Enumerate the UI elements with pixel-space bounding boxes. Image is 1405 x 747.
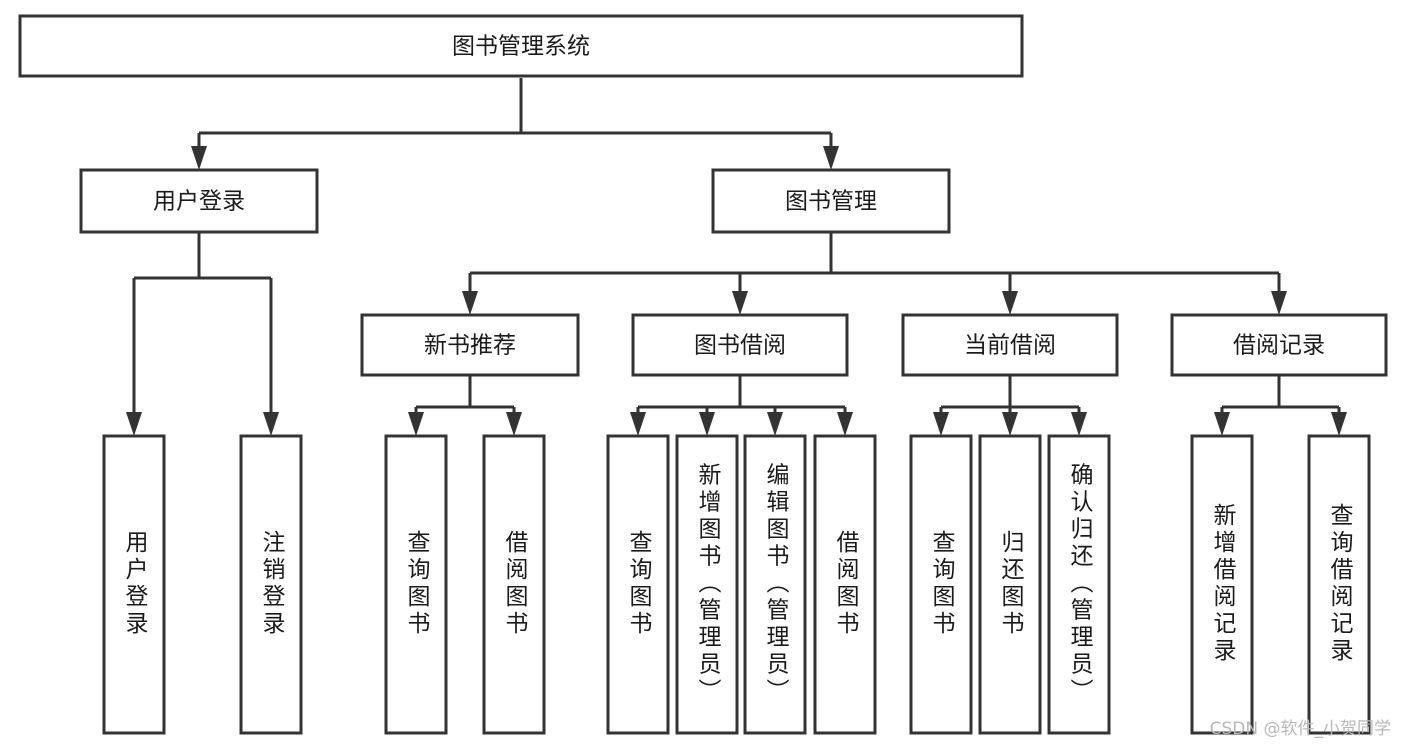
node-leaf-edit-book[interactable]: 编辑图书（管理员）	[743, 434, 807, 735]
node-borrow-record-box[interactable]	[1170, 313, 1388, 377]
arrow-head-borrow-record	[1271, 291, 1287, 315]
node-leaf-borrow-book-1-box[interactable]	[482, 434, 546, 735]
node-book-manage[interactable]: 图书管理	[711, 168, 951, 234]
node-leaf-query-book-1-label: 查询图书	[403, 530, 431, 638]
node-leaf-query-book-1[interactable]: 查询图书	[384, 434, 448, 735]
node-leaf-edit-book-box[interactable]	[743, 434, 807, 735]
arrow-head-leaf-query-book-3	[933, 412, 949, 436]
node-book-manage-box[interactable]	[711, 168, 951, 234]
arrow-head-leaf-query-book-1	[408, 412, 424, 436]
connectors-borrow-record-to-leaves	[1214, 375, 1347, 436]
connectors-user-login-to-leaves	[126, 232, 279, 436]
arrow-head-leaf-query-book-2	[630, 412, 646, 436]
arrow-head-leaf-borrow-book-1	[506, 412, 522, 436]
node-leaf-query-book-3-box[interactable]	[909, 434, 973, 735]
node-leaf-borrow-book-2[interactable]: 借阅图书	[813, 434, 877, 735]
node-leaf-logout-box[interactable]	[239, 434, 303, 735]
node-leaf-return-book-box[interactable]	[978, 434, 1042, 735]
connectors-current-borrow-to-leaves	[933, 375, 1087, 436]
node-new-book-rec-box[interactable]	[360, 313, 580, 377]
arrow-head-book-borrow	[732, 291, 748, 315]
node-leaf-add-record[interactable]: 新增借阅记录	[1190, 434, 1254, 735]
node-leaf-query-book-1-box[interactable]	[384, 434, 448, 735]
node-leaf-query-record-box[interactable]	[1307, 434, 1371, 735]
node-leaf-query-book-2[interactable]: 查询图书	[606, 434, 670, 735]
arrow-head-new-book-rec	[462, 291, 478, 315]
arrow-head-leaf-add-record	[1214, 412, 1230, 436]
connectors-book-manage-to-level3	[462, 232, 1287, 315]
node-leaf-borrow-book-2-label: 借阅图书	[832, 530, 860, 638]
node-leaf-user-login-label: 用户登录	[121, 530, 149, 638]
node-new-book-rec-label: 新书推荐	[424, 333, 516, 359]
node-current-borrow-box[interactable]	[901, 313, 1119, 377]
node-leaf-query-book-2-label: 查询图书	[625, 530, 653, 638]
node-leaf-query-book-3-label: 查询图书	[928, 530, 956, 638]
node-current-borrow[interactable]: 当前借阅	[901, 313, 1119, 377]
node-leaf-query-record[interactable]: 查询借阅记录	[1307, 434, 1371, 735]
arrow-head-book-manage	[823, 146, 839, 170]
node-leaf-borrow-book-2-box[interactable]	[813, 434, 877, 735]
node-borrow-record-label: 借阅记录	[1233, 333, 1325, 359]
node-book-borrow-box[interactable]	[631, 313, 849, 377]
node-user-login-box[interactable]	[79, 168, 319, 234]
node-borrow-record[interactable]: 借阅记录	[1170, 313, 1388, 377]
node-leaf-user-login[interactable]: 用户登录	[102, 434, 166, 735]
arrow-head-leaf-edit-book	[767, 412, 783, 436]
node-leaf-add-record-label: 新增借阅记录	[1209, 503, 1237, 665]
node-leaf-query-book-3[interactable]: 查询图书	[909, 434, 973, 735]
node-leaf-logout-label: 注销登录	[258, 530, 286, 638]
node-user-login[interactable]: 用户登录	[79, 168, 319, 234]
node-leaf-query-record-label: 查询借阅记录	[1326, 503, 1354, 665]
node-leaf-query-book-2-box[interactable]	[606, 434, 670, 735]
node-leaf-add-book-label: 新增图书（管理员）	[694, 463, 722, 706]
node-leaf-return-book-label: 归还图书	[997, 530, 1025, 638]
node-leaf-confirm-return[interactable]: 确认归还（管理员）	[1047, 434, 1111, 735]
node-book-borrow-label: 图书借阅	[694, 333, 786, 359]
node-leaf-logout[interactable]: 注销登录	[239, 434, 303, 735]
arrow-head-leaf-borrow-book-2	[837, 412, 853, 436]
connectors-book-borrow-to-leaves	[630, 375, 853, 436]
node-user-login-label: 用户登录	[153, 189, 245, 215]
node-leaf-confirm-return-label: 确认归还（管理员）	[1066, 463, 1094, 706]
node-leaf-add-book-box[interactable]	[675, 434, 739, 735]
node-book-manage-label: 图书管理	[785, 189, 877, 215]
connectors-new-book-rec-to-leaves	[408, 375, 522, 436]
node-leaf-confirm-return-box[interactable]	[1047, 434, 1111, 735]
arrow-head-user-login	[191, 146, 207, 170]
arrow-head-current-borrow	[1002, 291, 1018, 315]
node-new-book-rec[interactable]: 新书推荐	[360, 313, 580, 377]
node-leaf-edit-book-label: 编辑图书（管理员）	[762, 463, 790, 706]
node-leaf-add-book[interactable]: 新增图书（管理员）	[675, 434, 739, 735]
arrow-head-leaf-logout	[263, 412, 279, 436]
arrow-head-leaf-add-book	[699, 412, 715, 436]
node-leaf-user-login-box[interactable]	[102, 434, 166, 735]
node-leaf-borrow-book-1-label: 借阅图书	[501, 530, 529, 638]
arrow-head-leaf-user-login	[126, 412, 142, 436]
node-root-box[interactable]	[18, 14, 1024, 78]
connectors-root-to-level2	[191, 78, 839, 170]
node-current-borrow-label: 当前借阅	[964, 333, 1056, 359]
arrow-head-leaf-confirm-return	[1071, 412, 1087, 436]
node-leaf-borrow-book-1[interactable]: 借阅图书	[482, 434, 546, 735]
node-root[interactable]: 图书管理系统	[18, 14, 1024, 78]
arrow-head-leaf-return-book	[1002, 412, 1018, 436]
node-leaf-add-record-box[interactable]	[1190, 434, 1254, 735]
node-leaf-return-book[interactable]: 归还图书	[978, 434, 1042, 735]
node-book-borrow[interactable]: 图书借阅	[631, 313, 849, 377]
arrow-head-leaf-query-record	[1331, 412, 1347, 436]
node-root-label: 图书管理系统	[452, 34, 590, 60]
